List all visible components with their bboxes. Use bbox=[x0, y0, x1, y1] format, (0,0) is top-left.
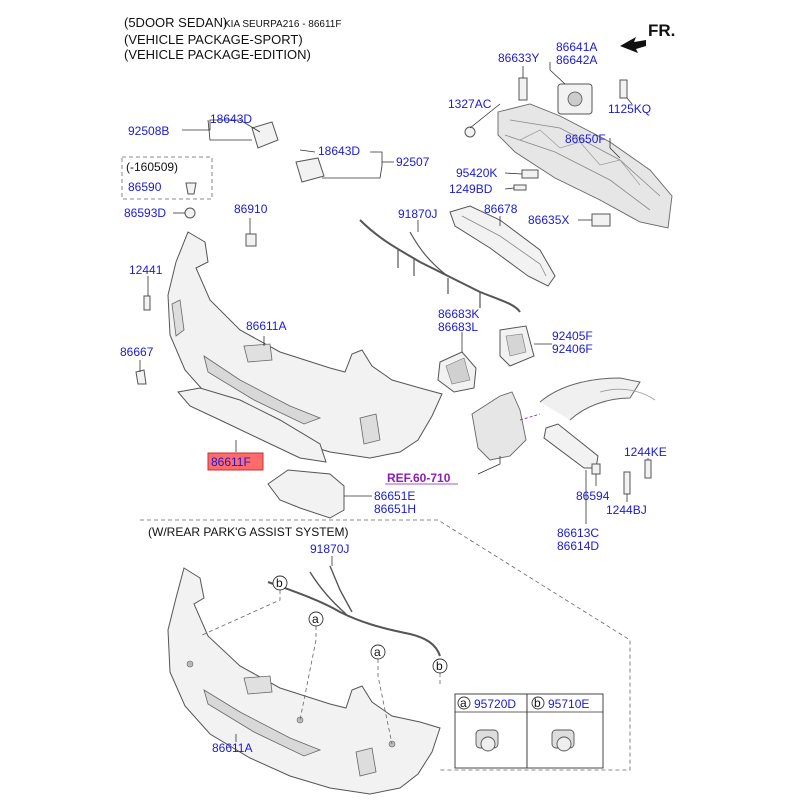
sensor-a-callout: a bbox=[457, 696, 471, 710]
label-86642A: 86642A bbox=[556, 53, 597, 67]
front-direction-arrow-icon bbox=[620, 37, 646, 53]
parking-sensor-95720D-icon bbox=[475, 729, 499, 752]
label-91870J-1: 91870J bbox=[398, 207, 437, 221]
label-1244BJ: 1244BJ bbox=[606, 503, 647, 517]
label-95710E: 95710E bbox=[548, 697, 589, 711]
svg-text:a: a bbox=[312, 612, 319, 626]
bolt-1327AC bbox=[464, 126, 476, 138]
label-95420K: 95420K bbox=[456, 166, 497, 180]
wiring-harness-91870J bbox=[359, 219, 521, 313]
clip-86590 bbox=[185, 182, 197, 195]
sensor-18643D-b bbox=[295, 157, 325, 183]
label-86667: 86667 bbox=[120, 345, 154, 359]
side-bracket-86613C bbox=[543, 423, 599, 469]
label-86590: 86590 bbox=[128, 180, 162, 194]
label-86635X: 86635X bbox=[528, 213, 569, 227]
label-92508B: 92508B bbox=[128, 124, 169, 138]
sensor-b-callout: b bbox=[531, 696, 545, 710]
callout-a-2: a bbox=[370, 644, 386, 660]
label-86910: 86910 bbox=[234, 202, 268, 216]
front-direction-label: FR. bbox=[648, 21, 675, 40]
bolt-1249BD bbox=[513, 184, 527, 191]
label-91870J-2: 91870J bbox=[310, 542, 349, 556]
label-160509: (-160509) bbox=[126, 160, 178, 174]
clip-95420K bbox=[521, 169, 539, 179]
label-86594: 86594 bbox=[576, 489, 610, 503]
header-line3: (VEHICLE PACKAGE-EDITION) bbox=[124, 47, 311, 62]
reflector-86683K bbox=[437, 351, 477, 393]
label-86651H: 86651H bbox=[374, 502, 416, 516]
label-1327AC: 1327AC bbox=[448, 97, 492, 111]
callout-a-1: a bbox=[308, 611, 324, 627]
svg-text:b: b bbox=[276, 576, 283, 590]
label-86633Y: 86633Y bbox=[498, 51, 539, 65]
header-line2: (VEHICLE PACKAGE-SPORT) bbox=[124, 32, 303, 47]
label-86683L: 86683L bbox=[438, 320, 478, 334]
label-86611A-2: 86611A bbox=[212, 741, 252, 755]
label-92406F: 92406F bbox=[552, 342, 593, 356]
rear-beam-86650F bbox=[497, 103, 673, 229]
label-1249BD: 1249BD bbox=[449, 182, 493, 196]
label-1125KQ: 1125KQ bbox=[608, 102, 651, 116]
inset-bumper-86611A bbox=[167, 567, 441, 795]
bumper-cover-86611A bbox=[167, 231, 443, 459]
clip-86593D bbox=[184, 207, 196, 219]
inset-wiring-91870J bbox=[267, 565, 441, 657]
label-18643D-2: 18643D bbox=[318, 144, 360, 158]
nut-86910 bbox=[245, 233, 257, 247]
fender-ref-60-710 bbox=[471, 377, 656, 461]
clip-86667 bbox=[135, 369, 147, 385]
bolt-1244KE bbox=[644, 459, 652, 479]
label-86614D: 86614D bbox=[557, 539, 599, 553]
bracket-86635X bbox=[591, 213, 611, 227]
parking-sensor-95710E-icon bbox=[551, 729, 575, 752]
label-86611A-1: 86611A bbox=[246, 319, 286, 333]
label-12441: 12441 bbox=[129, 263, 163, 277]
label-86683K: 86683K bbox=[438, 307, 479, 321]
label-92507: 92507 bbox=[396, 155, 430, 169]
label-1244KE: 1244KE bbox=[624, 445, 667, 459]
svg-text:a: a bbox=[460, 696, 467, 710]
label-95720D: 95720D bbox=[474, 697, 516, 711]
clip-86594 bbox=[591, 463, 601, 475]
lower-garnish-86611F bbox=[177, 387, 327, 463]
inset-border bbox=[140, 519, 631, 771]
label-86650F: 86650F bbox=[565, 132, 606, 146]
label-86611F: 86611F bbox=[211, 455, 251, 469]
lamp-92405F bbox=[499, 325, 535, 367]
garnish-86678 bbox=[449, 205, 556, 287]
label-86678: 86678 bbox=[484, 202, 518, 216]
header-line1: (5DOOR SEDAN) bbox=[124, 15, 227, 30]
svg-text:b: b bbox=[436, 659, 443, 673]
highlight-86611F bbox=[207, 452, 264, 471]
variant-box bbox=[121, 156, 213, 200]
bolt-86633Y bbox=[518, 77, 528, 101]
svg-text:a: a bbox=[374, 645, 381, 659]
callout-b-2: b bbox=[432, 658, 448, 674]
label-86593D: 86593D bbox=[124, 206, 166, 220]
bolt-1244BJ bbox=[623, 471, 631, 495]
inset-title: (W/REAR PARK'G ASSIST SYSTEM) bbox=[148, 525, 349, 539]
label-18643D-1: 18643D bbox=[210, 112, 252, 126]
header-line1-extra: KIA SEURPA216 - 86611F bbox=[224, 19, 341, 30]
bolt-12441 bbox=[143, 295, 151, 311]
label-86613C: 86613C bbox=[557, 526, 599, 540]
bracket-86641A bbox=[557, 83, 593, 115]
label-ref-60-710: REF.60-710 bbox=[387, 471, 451, 485]
label-86641A: 86641A bbox=[556, 40, 597, 54]
sensor-18643D-a bbox=[251, 121, 279, 149]
svg-text:b: b bbox=[534, 696, 541, 710]
bracket-86651E bbox=[267, 469, 345, 519]
bolt-1125KQ bbox=[619, 79, 628, 99]
label-86651E: 86651E bbox=[374, 489, 415, 503]
callout-b-1: b bbox=[272, 575, 288, 591]
label-92405F: 92405F bbox=[552, 329, 593, 343]
